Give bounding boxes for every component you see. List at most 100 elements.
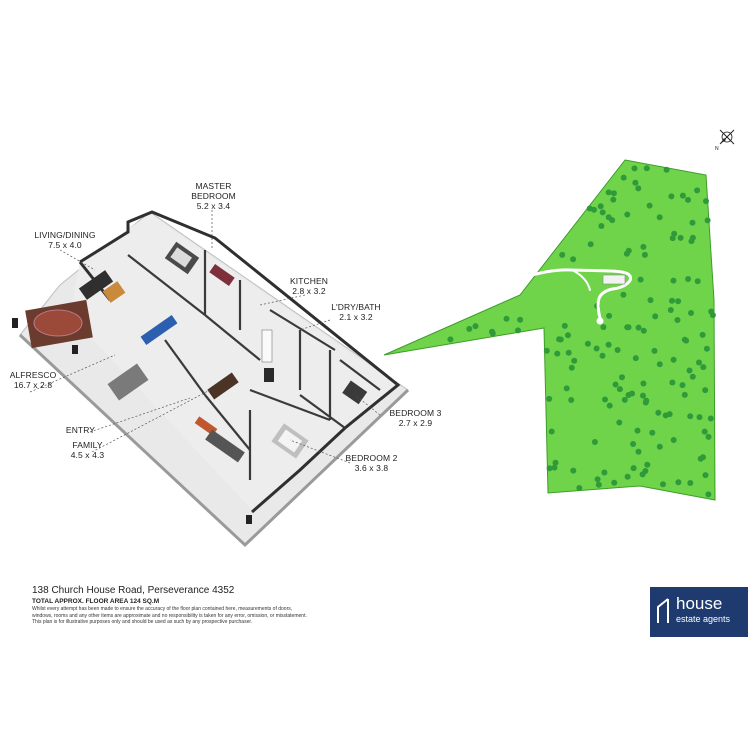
site-plan (383, 159, 716, 501)
tree-icon (546, 395, 553, 402)
house-floor-plan (12, 210, 410, 548)
tree-icon (630, 441, 637, 447)
tree-icon (612, 381, 619, 388)
tree-icon (594, 476, 601, 483)
room-label-entry: ENTRY (65, 425, 96, 435)
room-label-family: FAMILY 4.5 x 4.3 (70, 440, 105, 460)
tree-icon (624, 211, 631, 218)
tree-icon (656, 443, 663, 450)
tree-icon (687, 413, 694, 420)
land-parcel (383, 159, 716, 501)
tree-icon (646, 202, 653, 209)
tree-icon (587, 241, 594, 248)
tree-icon (605, 189, 612, 196)
tree-icon (466, 325, 473, 332)
tree-icon (647, 297, 654, 304)
tree-icon (568, 364, 575, 371)
room-label-kitchen: KITCHEN 2.8 x 3.2 (289, 276, 328, 296)
interior-floor (70, 214, 395, 510)
tree-icon (651, 347, 658, 354)
tree-icon (655, 409, 662, 416)
tree-icon (686, 367, 693, 374)
tree-icon (584, 340, 591, 347)
room-label-alfresco: ALFRESCO 16.7 x 2.8 (9, 370, 57, 390)
tree-icon (551, 464, 558, 471)
tree-icon (557, 336, 564, 343)
exterior-walls (79, 210, 401, 514)
tree-icon (606, 312, 613, 319)
tree-icon (593, 345, 600, 352)
room-label-bedroom-3: BEDROOM 3 2.7 x 2.9 (389, 408, 442, 428)
tree-icon (696, 414, 703, 421)
tree-icon (699, 331, 706, 338)
tree-icon (702, 387, 709, 394)
tree-icon (652, 313, 659, 320)
tree-icon (640, 392, 646, 399)
tree-icon (688, 310, 694, 316)
tree-icon (563, 385, 570, 392)
tree-icon (641, 251, 648, 258)
tree-icon (685, 276, 692, 282)
driveway-loop (571, 269, 591, 291)
tree-icon (694, 278, 701, 285)
tree-icon (683, 337, 690, 344)
tree-icon (689, 373, 696, 380)
tree-icon (637, 276, 644, 283)
tree-icon (598, 223, 605, 229)
tree-icon (656, 361, 663, 368)
tree-icon (679, 382, 686, 389)
tree-icon (705, 491, 712, 498)
plan-footer: 138 Church House Road, Perseverance 4352… (32, 585, 362, 626)
tree-icon (605, 341, 612, 348)
tree-icon (606, 402, 613, 409)
tree-icon (570, 256, 577, 263)
tree-icon (640, 243, 647, 250)
disclaimer-line-1: Whilst every attempt has been made to en… (32, 606, 293, 612)
tree-icon (472, 323, 479, 330)
tree-icon (568, 397, 575, 403)
tree-icon (546, 465, 553, 472)
tree-icon (576, 485, 583, 491)
tree-icon (662, 412, 669, 419)
tree-icon (679, 192, 686, 199)
tree-icon (649, 429, 656, 436)
tree-icon (656, 214, 663, 221)
tree-icon (623, 250, 630, 257)
tree-icon (621, 396, 628, 403)
tree-icon (675, 479, 682, 486)
room-label-master-bedroom: MASTER BEDROOM 5.2 x 3.4 (191, 181, 236, 211)
tree-icon (675, 298, 682, 305)
tree-icon (667, 307, 674, 313)
tree-icon (669, 379, 676, 386)
tree-icon (701, 428, 708, 435)
tree-icon (611, 479, 618, 486)
tree-icon (609, 217, 616, 224)
turnaround (596, 317, 604, 325)
north-compass-icon (719, 129, 735, 145)
agency-logo: house estate agents (650, 587, 748, 637)
tree-icon (644, 461, 651, 468)
tree-icon (620, 174, 627, 181)
total-floor-area: TOTAL APPROX. FLOOR AREA 124 SQ.M (32, 598, 160, 605)
tree-icon (642, 399, 649, 406)
tree-icon (702, 472, 709, 479)
disclaimer-line-2: windows, rooms and any other items are a… (32, 612, 307, 619)
driveway (456, 268, 633, 320)
tree-icon (614, 347, 621, 353)
tree-icon (559, 251, 566, 258)
tree-icon (602, 396, 608, 403)
tree-icon (707, 415, 714, 422)
tree-icon (663, 166, 670, 173)
tree-icon (565, 349, 572, 356)
site-trees (447, 165, 716, 498)
tree-icon (571, 357, 578, 364)
disclaimer-line-3: This plan is for illustrative purposes o… (32, 619, 253, 625)
tree-icon (671, 230, 678, 237)
tree-icon (689, 219, 696, 226)
tree-icon (561, 322, 568, 329)
tree-icon (670, 277, 677, 284)
tree-icon (670, 437, 677, 443)
tree-icon (517, 316, 524, 323)
house-footprint (602, 274, 626, 285)
tree-icon (624, 473, 631, 480)
